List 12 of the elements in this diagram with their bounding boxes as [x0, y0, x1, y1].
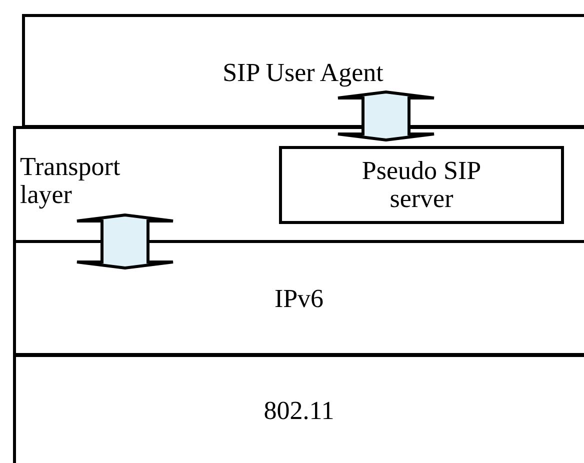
layer-band [13, 126, 584, 243]
component-box [279, 146, 564, 224]
layer-band [13, 354, 584, 463]
layer-band [13, 240, 584, 356]
layer-label: IPv6 [273, 285, 325, 313]
double-arrow [336, 90, 436, 142]
layer-label: Transport layer [20, 153, 122, 209]
double-arrow [76, 213, 174, 270]
layer-band [22, 14, 584, 128]
layer-label: Pseudo SIP server [360, 157, 482, 213]
layer-label: 802.11 [262, 397, 336, 425]
layer-label: SIP User Agent [222, 59, 384, 87]
